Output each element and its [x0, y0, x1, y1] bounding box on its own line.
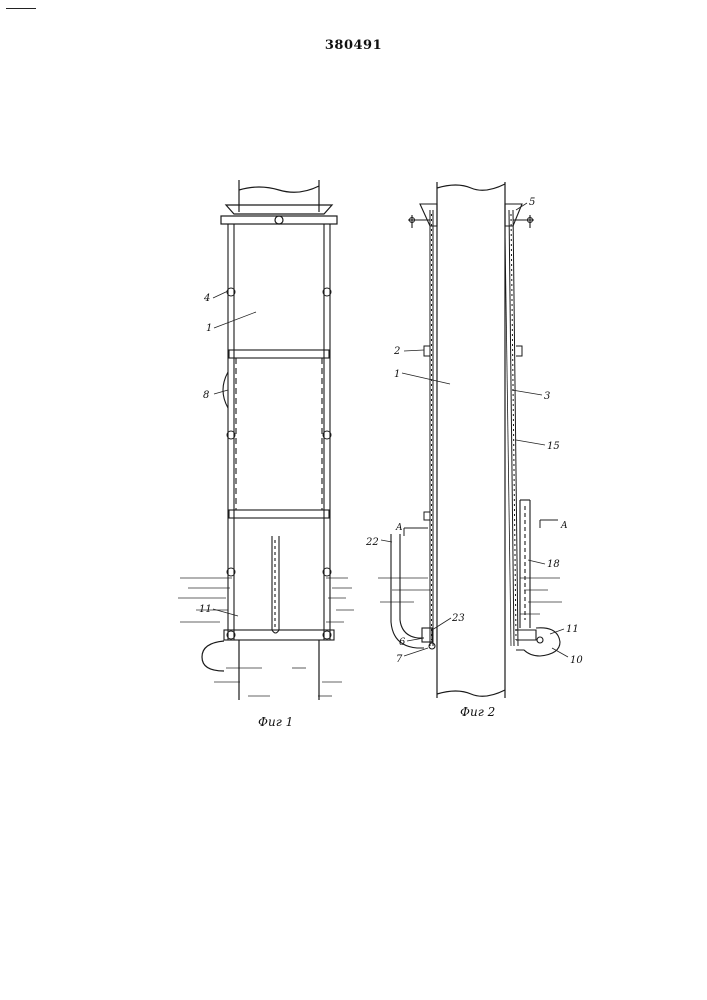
fig2-label-10: 10: [570, 655, 583, 666]
fig2-label-3: 3: [544, 391, 550, 402]
fig2-label-18: 18: [547, 559, 560, 570]
fig2-water-surface: [378, 578, 562, 614]
fig2-label-5: 5: [529, 197, 535, 208]
fig1-label-8: 8: [203, 390, 209, 401]
fig2-leaders: [381, 203, 568, 657]
fig1-label-11: 11: [199, 604, 212, 615]
section-mark-a-right: A: [560, 521, 568, 531]
fig2-top-flange: [408, 204, 534, 228]
fig1-float: [202, 641, 224, 671]
fig2-label-11: 11: [566, 624, 579, 635]
fig1-u-tube: [272, 536, 279, 633]
fig1-label-1: 1: [206, 323, 212, 334]
fig2-j-tube: [391, 534, 435, 649]
fig2-label-7: 7: [396, 654, 403, 665]
fig2-label-15: 15: [547, 441, 560, 452]
fig2-label-22: 22: [365, 537, 379, 548]
figure-1: 4 1 8 11 Фиг 1: [178, 180, 354, 729]
fig1-caption: Фиг 1: [258, 715, 293, 729]
fig2-label-6: 6: [399, 637, 406, 648]
fig2-label-1: 1: [394, 369, 400, 380]
fig1-label-4: 4: [203, 293, 210, 304]
fig2-section-arrows: [404, 520, 558, 536]
fig2-label-23: 23: [451, 613, 465, 624]
figure-2: A A 5 2 1 3 15 22: [365, 182, 583, 719]
fig2-label-2: 2: [393, 346, 400, 357]
section-mark-a-left: A: [395, 523, 403, 533]
fig2-caption: Фиг 2: [460, 705, 495, 719]
fig1-water-surface: [178, 578, 354, 696]
